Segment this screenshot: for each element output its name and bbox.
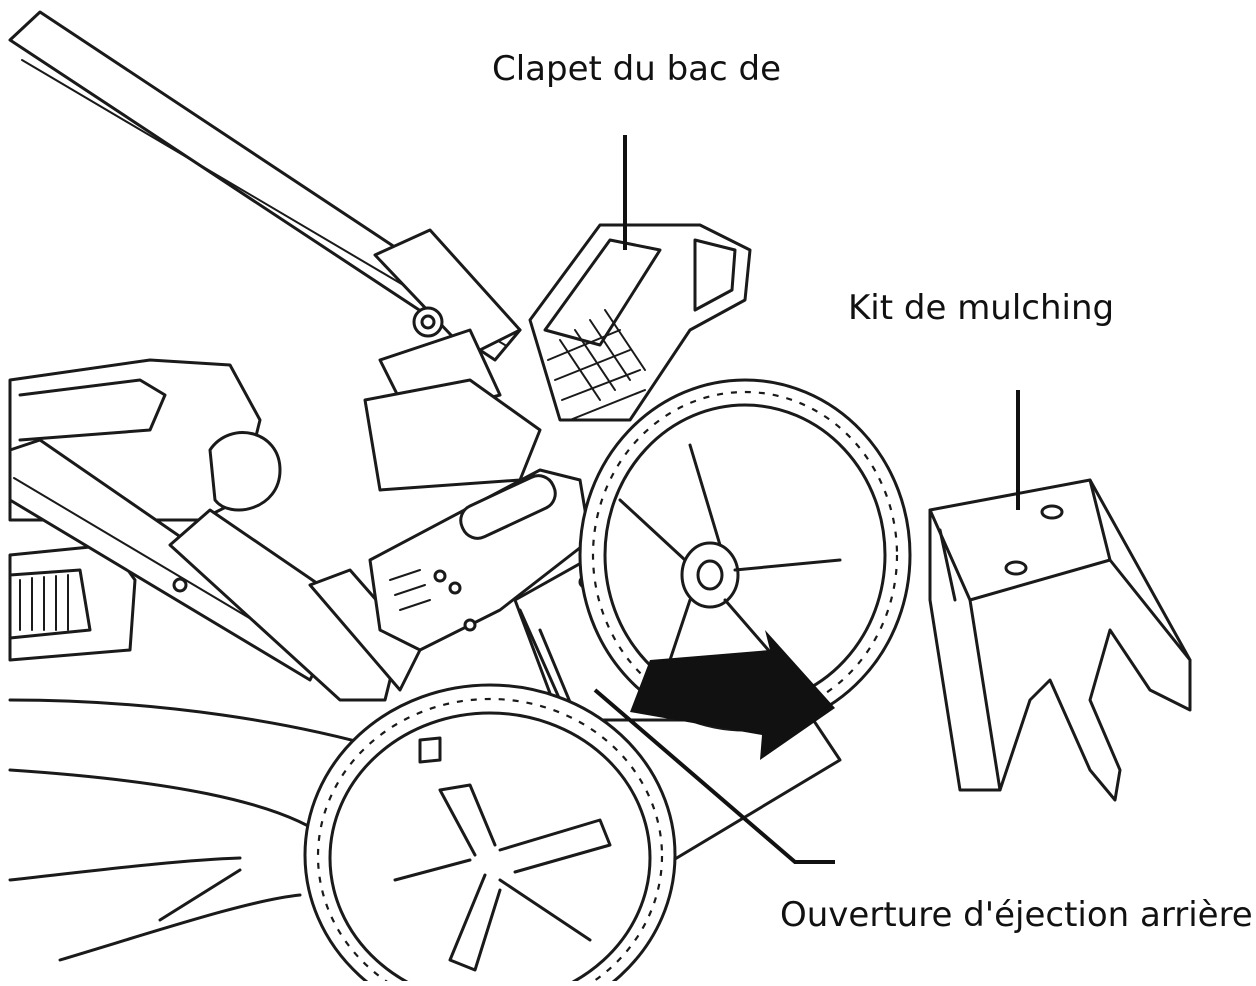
battery-compartment (8, 543, 137, 662)
flap-grille (547, 309, 646, 421)
upper-handle (8, 10, 522, 422)
label-mulching-kit: Kit de mulching (848, 288, 1115, 328)
front-wheel-lower (303, 683, 677, 986)
label-rear-discharge-opening: Ouverture d'éjection arrière (780, 895, 1253, 935)
leader-rear-discharge (593, 688, 835, 864)
frame-plate (368, 468, 592, 652)
discharge-arrow (630, 630, 835, 760)
label-bag-flap: Clapet du bac de (492, 49, 782, 89)
lower-handle (8, 438, 422, 702)
mulching-kit-part (928, 478, 1192, 802)
rear-wheel-upper (578, 378, 912, 732)
bag-flap-assembly (528, 223, 752, 422)
